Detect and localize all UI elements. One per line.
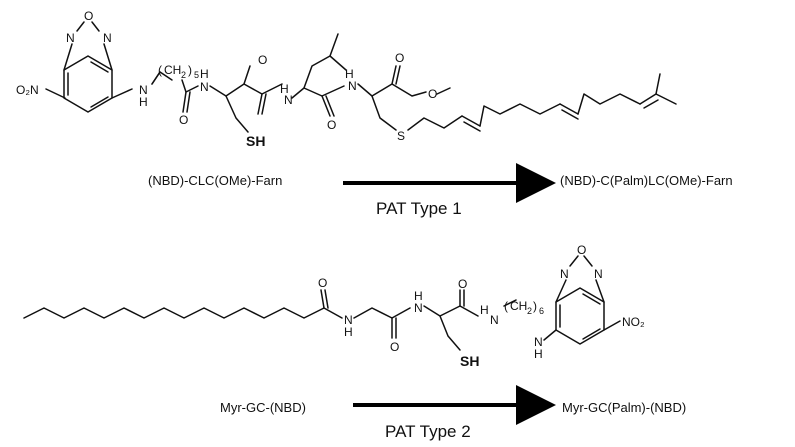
molecule-1-nh3-h: H	[280, 82, 289, 96]
molecule-1-carbonyl1-o: O	[179, 113, 188, 127]
reaction-2-substrate-label: Myr-GC-(NBD)	[220, 400, 306, 415]
molecule-2-ring-o: O	[577, 243, 586, 257]
molecule-2-carbonyl2-o: O	[390, 340, 399, 354]
molecule-1-chain-close: )	[188, 63, 192, 77]
molecule-2-chain-count: 6	[539, 306, 544, 316]
molecule-2-nh2-n: N	[414, 301, 423, 315]
molecule-1-nh2-n: N	[200, 80, 209, 94]
molecule-1-nh-h: H	[139, 95, 148, 109]
molecule-2-nh1-n: N	[344, 313, 353, 327]
reaction-1-substrate-label: (NBD)-CLC(OMe)-Farn	[148, 173, 282, 188]
molecule-1-ester-o: O	[428, 87, 437, 101]
molecule-1-ring-n-left: N	[66, 31, 75, 45]
molecule-2-carbonyl1-o: O	[318, 276, 327, 290]
molecule-2-sh-label: SH	[460, 353, 479, 369]
molecule-1-ester-carbonyl-o: O	[395, 51, 404, 65]
molecule-2-ring-n-right: N	[594, 267, 603, 281]
molecule-2-nh4-h: H	[534, 347, 543, 361]
molecule-2-structure: O N H O H N O H N ( CH 2 ) 6 N H SH N O …	[23, 243, 645, 369]
molecule-2-peptide	[320, 289, 517, 351]
molecule-1-ring-o: O	[84, 9, 93, 23]
molecule-2-carbonyl3-o: O	[458, 277, 467, 291]
molecule-2-nh3-n: N	[490, 313, 499, 327]
reaction-2-product-label: Myr-GC(Palm)-(NBD)	[562, 400, 686, 415]
molecule-1-nh-n: N	[139, 83, 148, 97]
molecule-1-nh2-h: H	[200, 67, 209, 81]
molecule-2-chain-close: )	[533, 299, 537, 313]
molecule-1-nh3-n: N	[284, 93, 293, 107]
molecule-1-chain-open: (	[158, 63, 162, 77]
molecule-2-nbd-ring	[543, 255, 621, 345]
molecule-1-ring-n-right: N	[103, 31, 112, 45]
molecule-2-ring-n-left: N	[560, 267, 569, 281]
molecule-1-sh-label: SH	[246, 133, 265, 149]
molecule-2-nh1-h: H	[344, 325, 353, 339]
molecule-2-nh2-h: H	[414, 289, 423, 303]
molecule-1-chain-count: 5	[194, 70, 199, 80]
molecule-1-carbonyl2-o: O	[258, 53, 267, 67]
molecule-1-linker	[151, 33, 677, 133]
reaction-1-caption: PAT Type 1	[376, 199, 462, 218]
molecule-1-structure: O₂N N O N N H ( CH 2 ) 5 O H N SH O H N …	[16, 9, 677, 149]
molecule-2-myristoyl-chain	[23, 307, 325, 319]
molecule-1-chain-sub: 2	[181, 70, 186, 80]
molecule-2-nh4-n: N	[534, 335, 543, 349]
molecule-2-chain-open: (	[504, 299, 508, 313]
reaction-1-product-label: (NBD)-C(Palm)LC(OMe)-Farn	[560, 173, 733, 188]
molecule-2-chain-sub: 2	[527, 306, 532, 316]
molecule-1-nitro-label: O₂N	[16, 83, 39, 97]
molecule-2-nh3-h: H	[480, 303, 489, 317]
molecule-1-chain-ch2: CH	[164, 63, 181, 77]
molecule-1-thioether-s: S	[397, 129, 405, 143]
molecule-1-nh4-n: N	[348, 79, 357, 93]
molecule-2-nitro-label: NO₂	[622, 315, 645, 329]
reaction-2-caption: PAT Type 2	[385, 422, 471, 441]
molecule-2-chain-ch2: CH	[510, 299, 527, 313]
molecule-1-carbonyl3-o: O	[327, 118, 336, 132]
molecule-1-nh4-h: H	[345, 67, 354, 81]
molecule-1-nbd-ring	[45, 21, 133, 113]
